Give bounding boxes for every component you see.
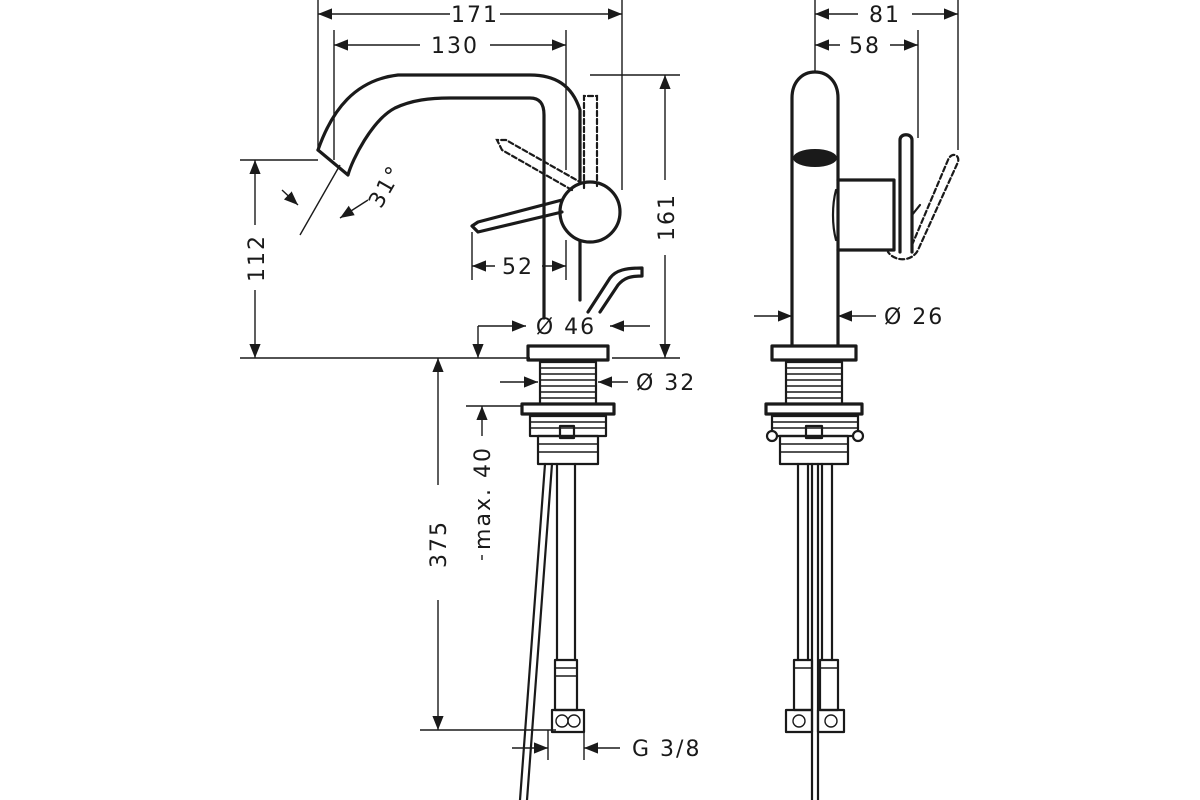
side-view [764, 70, 960, 800]
lever-alt-upright [582, 94, 599, 190]
lever-hub [558, 180, 622, 244]
dim-angle: 31° [364, 161, 408, 212]
dim-375: 375 [427, 520, 452, 568]
side-hub [836, 178, 896, 252]
lever-alt-position [495, 138, 582, 192]
dim-max-40: max. 40 [471, 446, 496, 550]
side-nut [764, 402, 864, 416]
base-plate [526, 344, 610, 362]
side-lever [898, 133, 914, 254]
dim-171: 171 [451, 3, 499, 28]
dim-thread-diameter: Ø 32 [636, 371, 696, 396]
spout-top [316, 73, 582, 187]
dim-112: 112 [245, 234, 270, 282]
side-hose-right [820, 462, 834, 662]
supply-hose [555, 462, 577, 662]
front-dimensions: 171 130 161 112 31° 52 Ø 46 Ø 32 [240, 0, 701, 762]
side-hose-left [796, 462, 810, 662]
side-lever-alt [886, 153, 960, 261]
spout-opening [793, 149, 837, 167]
side-body [790, 70, 840, 348]
front-view [316, 73, 644, 800]
lower-body [536, 434, 600, 466]
lever-handle [470, 198, 564, 234]
popup-cable [518, 462, 554, 800]
dim-base-diameter: Ø 46 [536, 315, 596, 340]
dim-161: 161 [655, 193, 680, 241]
dim-130: 130 [431, 34, 479, 59]
dim-connection: G 3/8 [632, 737, 701, 762]
side-base [770, 344, 858, 362]
spout-outline [316, 96, 546, 320]
thread-lines [540, 367, 596, 399]
fixing-nut [520, 402, 616, 416]
popup-rod [586, 266, 644, 314]
side-cable [810, 462, 820, 800]
hose-nut [550, 708, 586, 734]
screw [558, 424, 576, 440]
dim-81: 81 [869, 3, 901, 28]
side-dimensions: 81 58 Ø 26 [754, 0, 959, 330]
dim-body-diameter: Ø 26 [884, 305, 944, 330]
dim-52: 52 [502, 255, 534, 280]
dim-58: 58 [849, 34, 881, 59]
